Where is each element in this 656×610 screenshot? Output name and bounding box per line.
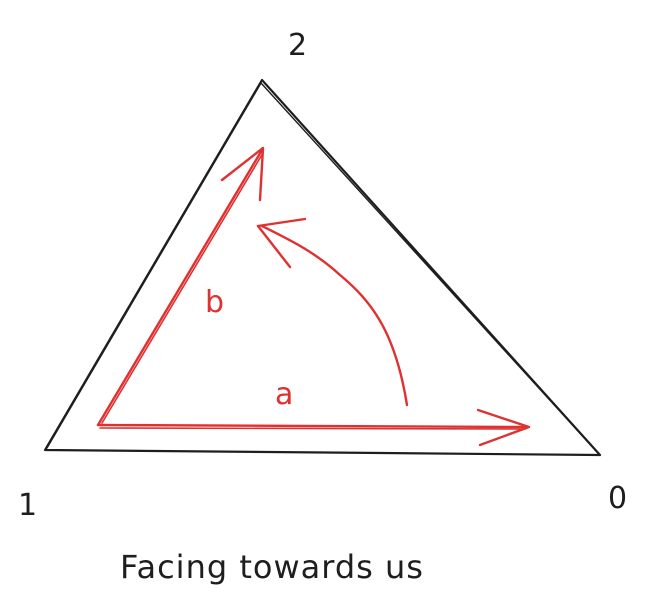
vertex-label-top: 2: [288, 28, 307, 63]
winding-curve-arrow: [256, 217, 409, 407]
vertex-label-bottom-left: 1: [18, 488, 37, 523]
vertex-label-bottom-right: 0: [608, 481, 627, 516]
edge-b-arrow: [96, 146, 265, 427]
triangle-outline: [43, 78, 602, 457]
edge-label-a: a: [275, 377, 293, 412]
diagram-caption: Facing towards us: [120, 548, 424, 586]
edge-a-arrow: [96, 408, 531, 447]
edge-label-b: b: [205, 285, 224, 320]
